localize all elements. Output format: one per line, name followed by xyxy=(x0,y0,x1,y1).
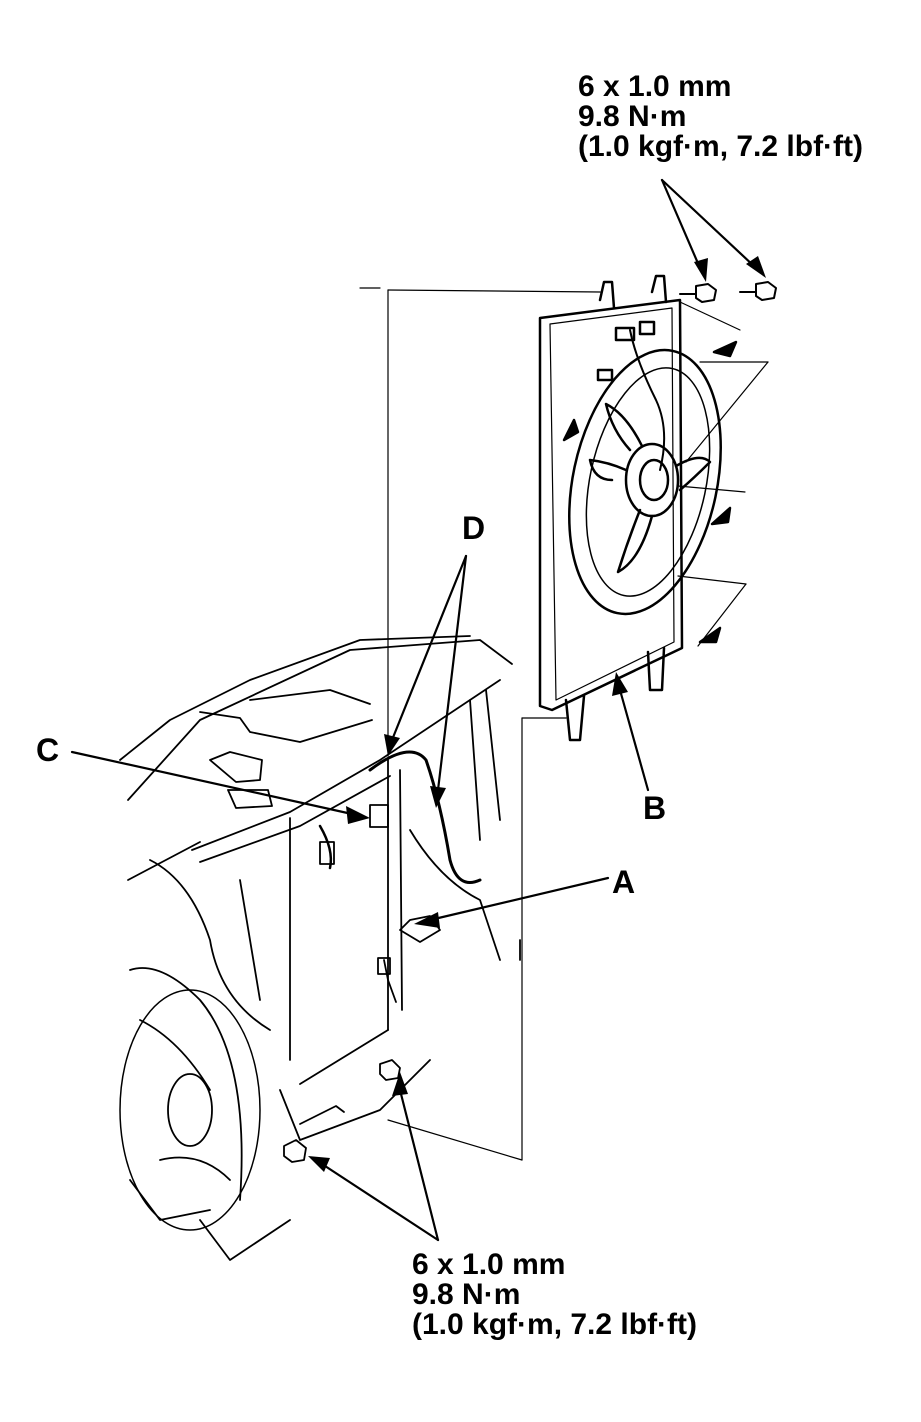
torque-spec-top: 6 x 1.0 mm 9.8 N·m (1.0 kgf·m, 7.2 lbf·f… xyxy=(578,72,863,162)
callout-a: A xyxy=(612,864,636,900)
bolt-size-bottom: 6 x 1.0 mm xyxy=(412,1248,566,1281)
bolt-size-top: 6 x 1.0 mm xyxy=(578,70,732,103)
torque-alt-bottom: (1.0 kgf·m, 7.2 lbf·ft) xyxy=(412,1308,698,1341)
torque-value-bottom: 9.8 N·m xyxy=(412,1278,521,1311)
callout-d: D xyxy=(462,510,486,546)
engine-bay-body xyxy=(119,635,521,1261)
top-bolts xyxy=(679,281,777,303)
projection-guide-lines xyxy=(359,287,769,1161)
torque-value-top: 9.8 N·m xyxy=(578,100,687,133)
torque-alt-top: (1.0 kgf·m, 7.2 lbf·ft) xyxy=(578,130,864,163)
fan-shroud-b xyxy=(538,274,738,742)
callout-b: B xyxy=(643,790,667,826)
torque-spec-bottom: 6 x 1.0 mm 9.8 N·m (1.0 kgf·m, 7.2 lbf·f… xyxy=(412,1250,697,1340)
callout-c: C xyxy=(36,732,60,768)
leader-lines xyxy=(70,178,766,1242)
